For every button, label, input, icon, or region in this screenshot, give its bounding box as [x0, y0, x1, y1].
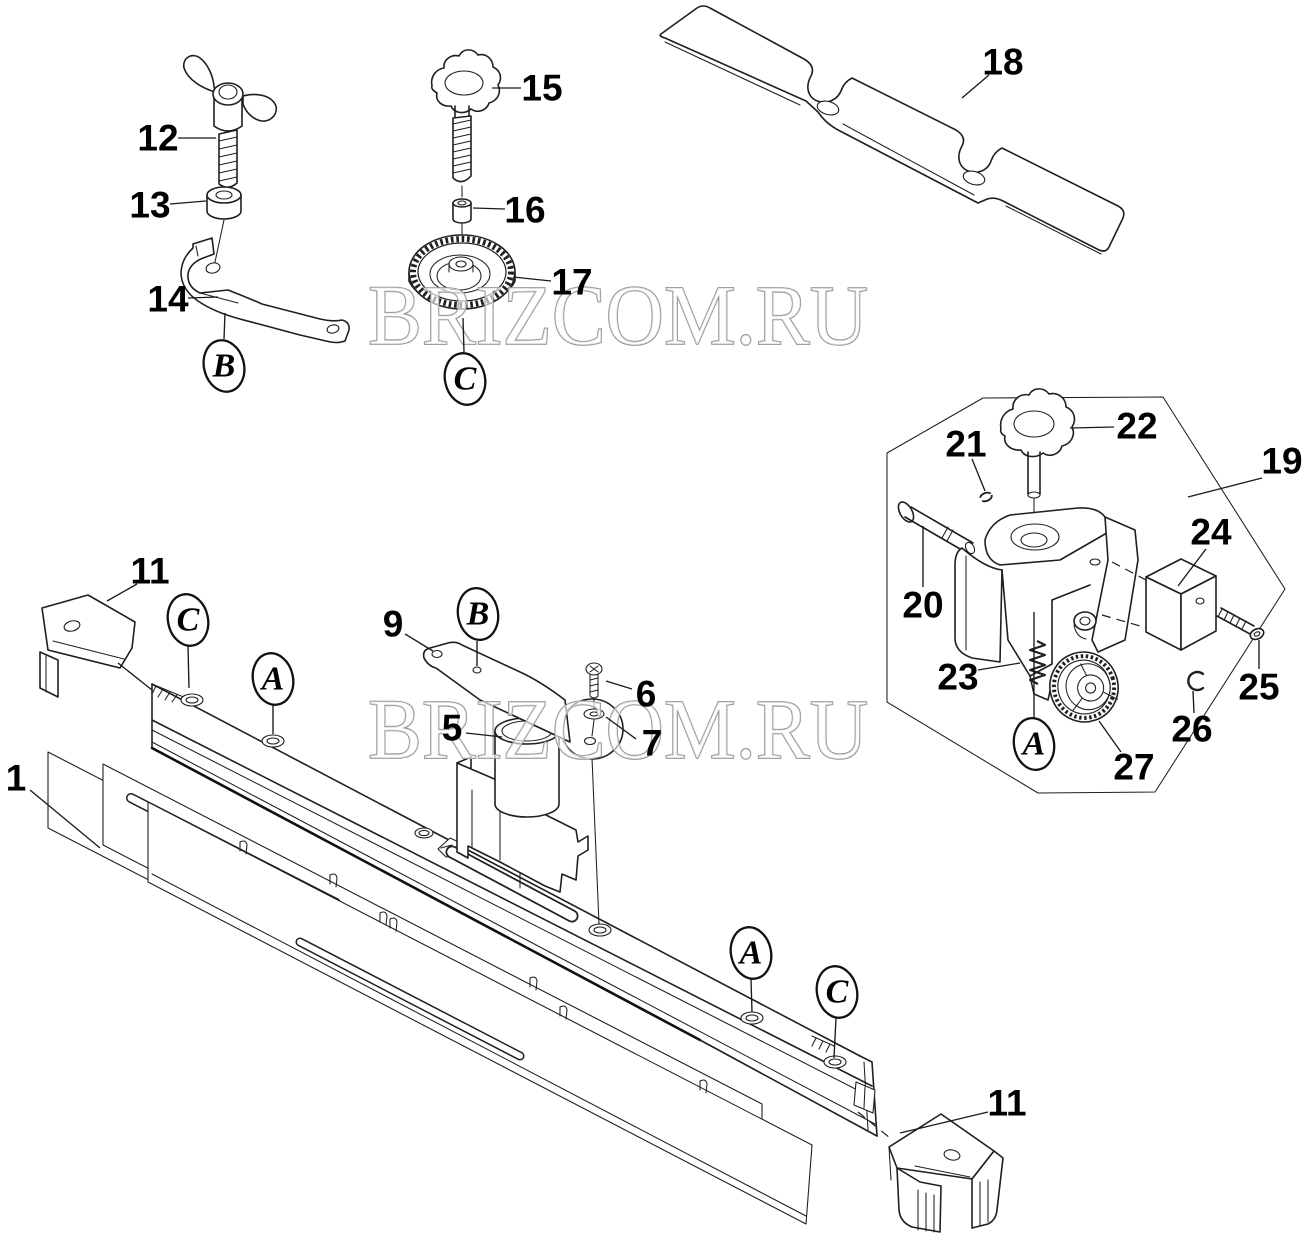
part-5-tube-drawing — [456, 717, 589, 893]
part-label-21-16: 21 — [945, 424, 986, 465]
part-label-26-21: 26 — [1171, 709, 1212, 750]
part-9-plate-drawing — [422, 641, 624, 925]
part-16-spacer-drawing — [452, 198, 472, 224]
callout-oval-C-2 — [166, 593, 210, 647]
part-label-leader-21-16 — [971, 458, 986, 492]
part-label-23-18: 23 — [937, 657, 978, 698]
callout-letter-C-2: C — [177, 602, 200, 639]
part-label-leader-9-4 — [404, 633, 434, 652]
callout-oval-B-4 — [456, 587, 500, 641]
rail-drawing — [150, 683, 891, 1139]
callout-letter-B-4: B — [466, 596, 490, 633]
part-label-11-5: 11 — [130, 551, 169, 592]
callout-letter-A-3: A — [260, 661, 285, 698]
part-11-left-bracket-drawing — [39, 594, 153, 698]
part-label-leader-7-3 — [605, 716, 637, 740]
part-18-strap-plate-drawing — [659, 5, 1125, 255]
part-label-leader-26-21 — [1192, 690, 1195, 714]
callout-letter-C-1: C — [454, 361, 477, 398]
part-14-bracket-drawing — [180, 237, 350, 344]
part-label-11-6: 11 — [987, 1083, 1026, 1124]
watermark-text-1: BRIZCOM.RU — [368, 267, 868, 363]
callout-oval-A-3 — [251, 652, 295, 706]
part-label-leader-5-1 — [465, 732, 503, 738]
part-17-wheel-drawing — [408, 234, 516, 310]
callout-leader-C-1 — [462, 317, 465, 353]
callout-letter-B-0: B — [212, 348, 236, 385]
part-label-6-2: 6 — [636, 674, 657, 715]
part-label-15-10: 15 — [521, 68, 562, 109]
watermark-layer: BRIZCOM.RU BRIZCOM.RU — [367, 266, 869, 778]
part-12-wing-bolt-drawing — [182, 54, 278, 263]
part-label-5-1: 5 — [442, 708, 463, 749]
part-label-14-9: 14 — [147, 279, 189, 320]
part-label-leader-13-8 — [169, 200, 207, 205]
part-label-19-14: 19 — [1261, 441, 1302, 482]
part-label-leader-27-22 — [1098, 720, 1122, 753]
part-15-knob-screw-drawing — [430, 49, 502, 257]
callout-leader-B-0 — [223, 312, 226, 340]
part-label-13-8: 13 — [129, 185, 170, 226]
callout-leader-A-6 — [750, 978, 753, 1013]
callout-letter-A-6: A — [738, 935, 763, 972]
part-label-25-20: 25 — [1238, 667, 1279, 708]
part-label-27-22: 27 — [1113, 747, 1154, 788]
part-13-nut-drawing — [206, 186, 242, 220]
part-label-leader-19-14 — [1187, 477, 1263, 498]
callout-leader-C-2 — [187, 645, 190, 689]
part-label-9-4: 9 — [383, 604, 404, 645]
callout-oval-A-5 — [1012, 717, 1056, 771]
watermark-text-2: BRIZCOM.RU — [368, 681, 868, 777]
part-label-leader-1-0 — [29, 789, 101, 849]
callout-oval-C-1 — [443, 352, 487, 406]
part-label-leader-6-2 — [605, 680, 633, 690]
part-1-plates-drawing — [47, 751, 813, 1225]
part-label-17-12: 17 — [551, 262, 592, 303]
part-label-16-11: 16 — [504, 190, 545, 231]
callout-oval-A-6 — [729, 926, 773, 980]
part-label-leader-11-6 — [899, 1111, 989, 1134]
diagram-line-art — [39, 5, 1286, 1233]
part-label-1-0: 1 — [6, 758, 27, 799]
part-label-leader-24-19 — [1177, 548, 1207, 587]
part-label-leader-18-13 — [961, 74, 990, 99]
part-label-leader-11-5 — [106, 583, 138, 602]
part-label-7-3: 7 — [642, 723, 663, 764]
assembly-19-drawing — [886, 388, 1286, 794]
part-label-20-15: 20 — [902, 585, 943, 626]
part-label-leader-14-9 — [187, 296, 219, 299]
part-label-18-13: 18 — [982, 42, 1023, 83]
part-label-leader-23-18 — [977, 662, 1021, 671]
part-label-leader-16-11 — [472, 207, 506, 210]
part-label-leader-22-17 — [1069, 426, 1115, 429]
callout-letter-A-5: A — [1021, 726, 1046, 763]
part-label-12-7: 12 — [137, 118, 178, 159]
callout-oval-C-7 — [815, 965, 859, 1019]
callout-leader-C-7 — [833, 1017, 837, 1059]
part-label-22-17: 22 — [1116, 406, 1157, 447]
part-11-bottom-bracket-drawing — [888, 1113, 1004, 1233]
callout-oval-B-0 — [202, 339, 246, 393]
part-label-leader-17-12 — [512, 276, 552, 282]
callout-letter-C-7: C — [826, 974, 849, 1011]
part-label-24-19: 24 — [1190, 512, 1232, 553]
